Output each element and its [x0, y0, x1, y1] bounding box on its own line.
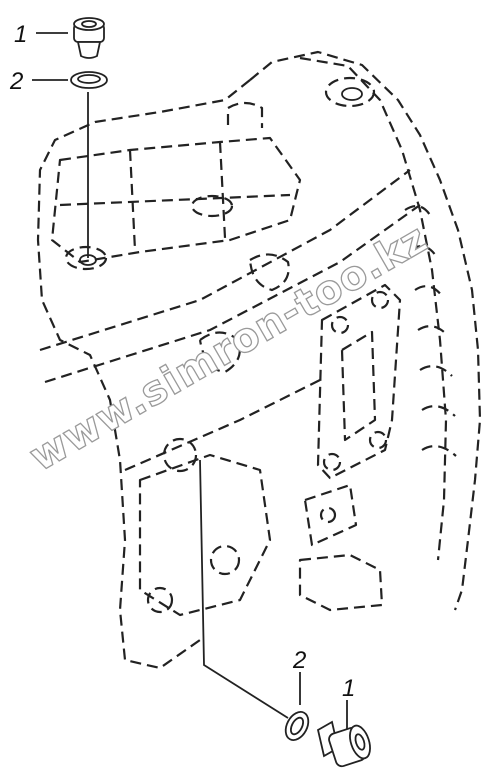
top-boss — [226, 101, 264, 128]
housing-inner-outline — [299, 56, 448, 561]
lower-boss-1 — [162, 437, 198, 473]
upper-panel — [50, 136, 302, 264]
diagonal-rib-2 — [44, 204, 421, 384]
top-drain-plug — [73, 17, 105, 59]
housing-left-outline — [36, 79, 251, 670]
mid-bosses — [198, 253, 290, 374]
cover-bolt-1 — [330, 315, 350, 335]
lower-boss-2 — [209, 544, 241, 576]
upper-drain-port — [64, 245, 108, 271]
cover-bolt-4 — [322, 452, 342, 472]
lower-boss-3 — [146, 586, 174, 614]
side-cover-plate — [316, 283, 402, 480]
upper-panel-rib — [59, 141, 291, 251]
lower-plate-bolt — [319, 506, 337, 524]
assembly-lines — [32, 32, 348, 735]
top-right-port — [324, 76, 376, 108]
cover-bolt-2 — [370, 290, 390, 310]
lower-assembly-line — [199, 459, 289, 719]
cover-bolt-3 — [368, 430, 388, 450]
transmission-housing — [36, 50, 482, 670]
bottom-drain-plug — [316, 720, 371, 768]
callout-top-plug: 1 — [14, 21, 27, 48]
diagonal-rib-1 — [39, 169, 411, 352]
callout-top-washer: 2 — [9, 68, 23, 95]
callout-bottom-washer: 2 — [292, 647, 306, 674]
callout-bottom-plug: 1 — [342, 675, 355, 702]
lower-small-plate — [303, 483, 358, 547]
upper-port — [190, 194, 234, 218]
mounting-foot — [298, 553, 384, 612]
top-right-port-hole — [341, 87, 363, 101]
bottom-sealing-washer — [284, 711, 310, 741]
cover-inner-window — [340, 330, 377, 442]
lower-rib-block — [138, 453, 272, 617]
top-sealing-washer — [70, 71, 108, 89]
housing-outer-outline — [249, 50, 482, 611]
